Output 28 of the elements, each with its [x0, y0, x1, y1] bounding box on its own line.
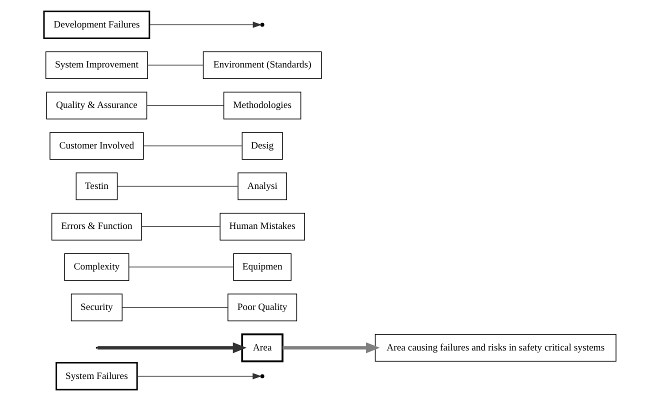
connector [117, 186, 238, 187]
arrow [98, 342, 247, 354]
connector [128, 266, 234, 268]
node-box: Quality & Assurance [46, 92, 148, 120]
arrow [282, 342, 380, 354]
node-box: Development Failures [43, 10, 150, 39]
connector [122, 307, 228, 308]
node-box: Analysi [238, 172, 287, 200]
node-box: Testin [76, 172, 118, 200]
node-box: Environment (Standards) [202, 51, 322, 79]
node-box: Human Mistakes [220, 212, 305, 240]
node-box: Desig [242, 132, 283, 160]
connector [146, 105, 224, 106]
connector [147, 64, 204, 66]
node-box: Errors & Function [51, 212, 142, 240]
node-box: System Improvement [45, 51, 148, 79]
node-box: Customer Involved [50, 132, 144, 160]
node-box: System Failures [56, 362, 138, 390]
node-box: Area [241, 333, 284, 362]
node-box: Area causing failures and risks in safety critical systems [374, 334, 616, 362]
node-box: Methodologies [223, 92, 302, 120]
connector [141, 226, 220, 228]
node-box: Security [70, 294, 122, 322]
arrow [136, 373, 262, 380]
node-box: Equipmen [233, 253, 292, 281]
arrow [149, 22, 262, 28]
node-box: Complexity [64, 253, 130, 281]
node-box: Poor Quality [228, 294, 298, 322]
